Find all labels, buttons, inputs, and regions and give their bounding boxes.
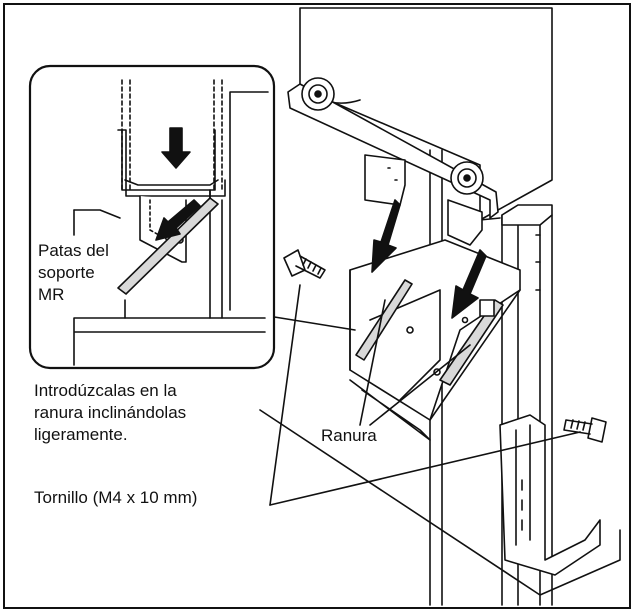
caster-wheel-icon xyxy=(301,77,335,111)
bracket-legs xyxy=(364,154,483,246)
caster-wheel-icon xyxy=(450,161,484,195)
mr-bracket xyxy=(349,239,521,441)
label-instruction: Introdúzcalas en la ranura inclinándolas… xyxy=(34,380,186,446)
diagonal-arrow-icon xyxy=(155,199,201,241)
label-patas-line2: soporte xyxy=(38,263,95,282)
zoom-inset xyxy=(28,64,276,370)
screw-icon xyxy=(563,417,607,443)
label-intro-line1: Introdúzcalas en la xyxy=(34,381,177,400)
base-shelf xyxy=(259,409,621,596)
down-arrow-icon xyxy=(451,249,487,319)
screw-icon xyxy=(283,249,326,279)
label-patas-line1: Patas del xyxy=(38,241,109,260)
label-intro-line2: ranura inclinándolas xyxy=(34,403,187,422)
label-ranura: Ranura xyxy=(321,426,377,445)
down-arrow-icon xyxy=(161,127,191,169)
label-tornillo: Tornillo (M4 x 10 mm) xyxy=(34,488,198,507)
label-patas-line3: MR xyxy=(38,285,65,304)
label-intro-line3: ligeramente. xyxy=(34,425,128,444)
display-unit xyxy=(287,7,553,221)
label-patas-del-soporte: Patas del soporte MR xyxy=(38,240,109,306)
diagram-border xyxy=(3,3,631,609)
down-arrow-icon xyxy=(371,199,401,273)
